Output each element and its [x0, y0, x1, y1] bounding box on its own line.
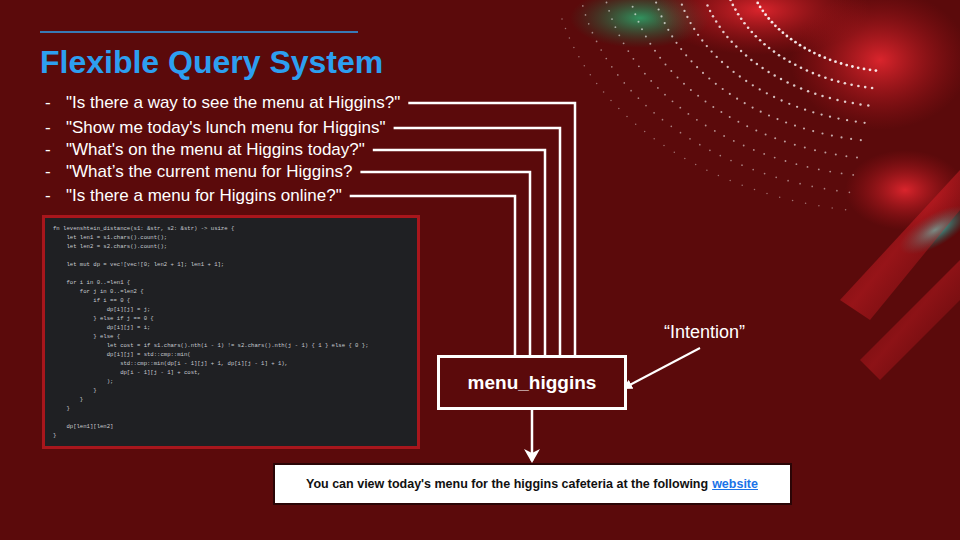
code-line: dp[i][j] = i;	[53, 323, 409, 332]
code-line: } else {	[53, 332, 409, 341]
code-line: }	[53, 386, 409, 395]
code-line: if i == 0 {	[53, 296, 409, 305]
bullet-mark: -	[45, 139, 51, 161]
code-line: dp[i][j] = j;	[53, 305, 409, 314]
query-text: "Is there a menu for Higgins online?"	[66, 185, 342, 207]
response-box: You can view today's menu for the higgin…	[273, 463, 792, 505]
node-text: "Is there a way to see the menu at Higgi…	[66, 93, 400, 112]
callout-label: “Intention”	[664, 322, 745, 343]
node-text: "Is there a menu for Higgins online?"	[66, 186, 342, 205]
code-line: dp[i][j] = std::cmp::min(	[53, 350, 409, 359]
code-line: let mut dp = vec![vec![0; len2 + 1]; len…	[53, 260, 409, 269]
bullet-mark: -	[45, 92, 51, 114]
query-text: "Is there a way to see the menu at Higgi…	[66, 92, 400, 114]
code-line: for j in 0..=len2 {	[53, 287, 409, 296]
intention-box: menu_higgins	[437, 355, 627, 410]
connector	[408, 103, 575, 355]
slide-title: Flexible Query System	[40, 44, 383, 81]
code-line: let len1 = s1.chars().count();	[53, 233, 409, 242]
code-line: fn levenshtein_distance(s1: &str, s2: &s…	[53, 224, 409, 233]
query-text: "What’s the current menu for Higgins?	[66, 161, 352, 183]
code-line: std::cmp::min(dp[i - 1][j] + 1, dp[i][j …	[53, 359, 409, 368]
bullet-mark: -	[45, 117, 51, 139]
dot-swirl	[561, 0, 877, 210]
query-text: "Show me today's lunch menu for Higgins"	[66, 117, 386, 139]
query-text: "What's on the menu at Higgins today?"	[66, 139, 365, 161]
node-text: "What's on the menu at Higgins today?"	[66, 140, 365, 159]
code-line: }	[53, 395, 409, 404]
code-screenshot: fn levenshtein_distance(s1: &str, s2: &s…	[42, 215, 420, 449]
leader-arrow	[624, 348, 700, 388]
code-line: let cost = if s1.chars().nth(i - 1) != s…	[53, 341, 409, 350]
code-line: }	[53, 431, 409, 440]
code-line: dp[i - 1][j - 1] + cost,	[53, 368, 409, 377]
code-line: let len2 = s2.chars().count();	[53, 242, 409, 251]
node-text: menu_higgins	[468, 372, 597, 394]
bullet-mark: -	[45, 161, 51, 183]
node-text: "Show me today's lunch menu for Higgins"	[66, 118, 386, 137]
bullet-mark: -	[45, 185, 51, 207]
link-text: website	[712, 477, 758, 491]
code-line: } else if j == 0 {	[53, 314, 409, 323]
red-glow	[790, 0, 960, 130]
code-line: for i in 0..=len1 {	[53, 278, 409, 287]
code-line: }	[53, 404, 409, 413]
red-streak	[860, 260, 960, 380]
node-text: You can view today's menu for the higgin…	[306, 477, 708, 491]
connector	[531, 410, 534, 461]
code-line: );	[53, 377, 409, 386]
code-line: dp[len1][len2]	[53, 422, 409, 431]
title-rule	[40, 31, 358, 33]
node-text: "What’s the current menu for Higgins?	[66, 162, 352, 181]
